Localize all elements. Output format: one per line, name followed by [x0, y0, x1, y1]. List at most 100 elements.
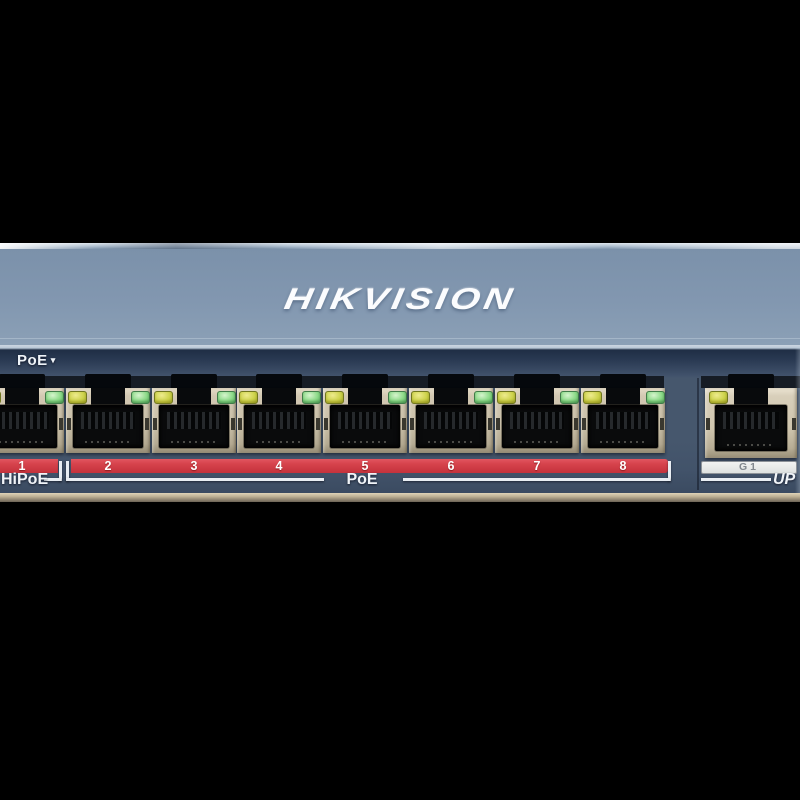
rj45-jack-opening [0, 405, 57, 448]
poe-status-led-yellow [154, 391, 173, 404]
port-clip-slot [177, 388, 211, 407]
port-number-stripe-hipoe [0, 459, 58, 473]
port-clip-tab [600, 374, 646, 389]
poe-bracket-tick-right [668, 461, 671, 481]
port-clip-slot [262, 388, 296, 407]
port-clip-tab [171, 374, 217, 389]
poe-status-led-yellow [0, 391, 1, 404]
bezel-clip-right [145, 418, 149, 430]
hipoe-bracket-tick [59, 461, 62, 481]
port-bezel [323, 388, 407, 453]
port-bezel [66, 388, 150, 453]
rj45-pins [0, 412, 49, 429]
link-status-led-green [131, 391, 150, 404]
bezel-clip-right [59, 418, 63, 430]
rj45-port-5 [323, 373, 407, 455]
link-status-led-green [217, 391, 236, 404]
bezel-clip-left [324, 418, 328, 430]
poe-mode-text: PoE [17, 352, 48, 369]
bezel-clip-left [582, 418, 586, 430]
rj45-pins [723, 412, 779, 429]
uplink-caption: UP [773, 471, 796, 488]
bezel-clip-left [67, 418, 71, 430]
g1-label-plate: G1 [701, 461, 797, 474]
rj45-port-6 [409, 373, 493, 455]
port-bezel [409, 388, 493, 453]
rj45-pins [81, 412, 135, 429]
port-clip-slot [434, 388, 468, 407]
port-recess-shelf [0, 376, 664, 388]
port-clip-tab [514, 374, 560, 389]
rj45-port-3 [152, 373, 236, 455]
rj45-contacts [0, 441, 45, 443]
rj45-port-2 [66, 373, 150, 455]
bezel-clip-right [574, 418, 578, 430]
link-status-led-green [560, 391, 579, 404]
rj45-jack-opening [244, 405, 314, 448]
rj45-contacts [256, 441, 302, 443]
port-number: 2 [104, 459, 112, 473]
rj45-pins [338, 412, 392, 429]
rj45-contacts [727, 444, 775, 446]
rj45-port-4 [237, 373, 321, 455]
port-bezel [581, 388, 665, 453]
bezel-clip-left [153, 418, 157, 430]
poe-bracket-line-left [66, 478, 324, 481]
port-bezel [495, 388, 579, 453]
link-status-led-green [646, 391, 665, 404]
rj45-jack-opening [416, 405, 486, 448]
bezel-clip-right [488, 418, 492, 430]
poe-status-led-yellow [239, 391, 258, 404]
brand-logo: HIKVISION [281, 283, 519, 316]
rj45-jack-opening [588, 405, 658, 448]
bezel-clip-right [231, 418, 235, 430]
port-clip-tab [256, 374, 302, 389]
bezel-clip-left [706, 418, 710, 430]
port-number-stripe-poe [71, 459, 668, 473]
poe-status-led-yellow [411, 391, 430, 404]
rj45-jack-opening [502, 405, 572, 448]
rj45-contacts [600, 441, 646, 443]
rj45-pins [510, 412, 564, 429]
port-clip-slot [5, 388, 39, 407]
rj45-pins [424, 412, 478, 429]
rj45-port-g1-uplink [705, 373, 797, 458]
poe-bracket-line-right [403, 478, 670, 481]
port-clip-slot [734, 388, 768, 407]
rj45-port-1 [0, 373, 64, 455]
rj45-jack-opening [73, 405, 143, 448]
rj45-jack-opening [715, 405, 787, 451]
link-status-led-green [388, 391, 407, 404]
port-clip-tab [85, 374, 131, 389]
port-clip-tab [728, 374, 774, 389]
port-clip-tab [342, 374, 388, 389]
poe-bracket-tick-left [66, 461, 69, 481]
link-status-led-green [302, 391, 321, 404]
rj45-port-7 [495, 373, 579, 455]
port-number: 7 [533, 459, 541, 473]
link-status-led-green [474, 391, 493, 404]
port-number: 1 [18, 459, 26, 473]
hipoe-bracket-line [44, 478, 61, 481]
chassis-top-face: HIKVISION [0, 249, 800, 345]
bezel-clip-right [660, 418, 664, 430]
poe-group-label: PoE [346, 471, 378, 488]
rj45-contacts [85, 441, 131, 443]
bezel-clip-left [496, 418, 500, 430]
bezel-clip-right [402, 418, 406, 430]
port-clip-slot [606, 388, 640, 407]
uplink-underline [701, 478, 771, 481]
port-bezel [705, 388, 797, 458]
port-bezel [237, 388, 321, 453]
port-clip-slot [348, 388, 382, 407]
rj45-port-8 [581, 373, 665, 455]
rj45-contacts [342, 441, 388, 443]
port-number: 3 [190, 459, 198, 473]
rj45-pins [596, 412, 650, 429]
poe-status-led-yellow [497, 391, 516, 404]
rj45-pins [252, 412, 306, 429]
port-number: 6 [447, 459, 455, 473]
port-clip-tab [428, 374, 474, 389]
rj45-contacts [428, 441, 474, 443]
